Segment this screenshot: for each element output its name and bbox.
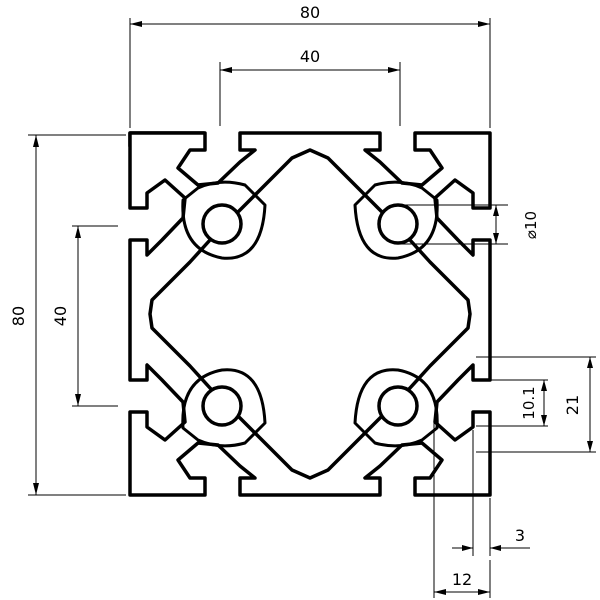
dim-overall-height: 80 xyxy=(9,134,126,496)
dim-inner-height: 40 xyxy=(51,225,118,407)
aluminium-profile xyxy=(128,131,492,497)
bore-top-left xyxy=(201,203,243,245)
dim-slot-opening: 10.1 xyxy=(476,379,548,427)
bore-bottom-right xyxy=(377,385,419,427)
label-slot-depth: 21 xyxy=(563,395,582,415)
label-inner-height: 40 xyxy=(51,306,70,326)
label-slot-opening: 10.1 xyxy=(520,386,538,419)
boss-bottom-right xyxy=(353,368,439,448)
label-overall-height: 80 xyxy=(9,306,28,326)
bore-bottom-left xyxy=(201,385,243,427)
label-lip-thickness: 3 xyxy=(515,526,525,545)
boss-bottom-left xyxy=(181,368,267,448)
dim-overall-width: 80 xyxy=(129,3,491,128)
label-bore: ⌀10 xyxy=(522,211,540,239)
dim-slot-offset: 12 xyxy=(433,420,491,598)
bore-top-right xyxy=(377,203,419,245)
label-inner-width: 40 xyxy=(300,47,320,66)
label-overall-width: 80 xyxy=(300,3,320,22)
dim-inner-width: 40 xyxy=(219,47,401,126)
boss-top-left xyxy=(181,180,267,260)
dim-bore: ⌀10 xyxy=(398,204,540,245)
boss-top-right xyxy=(353,180,439,260)
label-slot-offset: 12 xyxy=(452,570,472,589)
dim-slot-depth: 21 xyxy=(476,356,596,453)
dim-lip-thickness: 3 xyxy=(452,430,530,556)
